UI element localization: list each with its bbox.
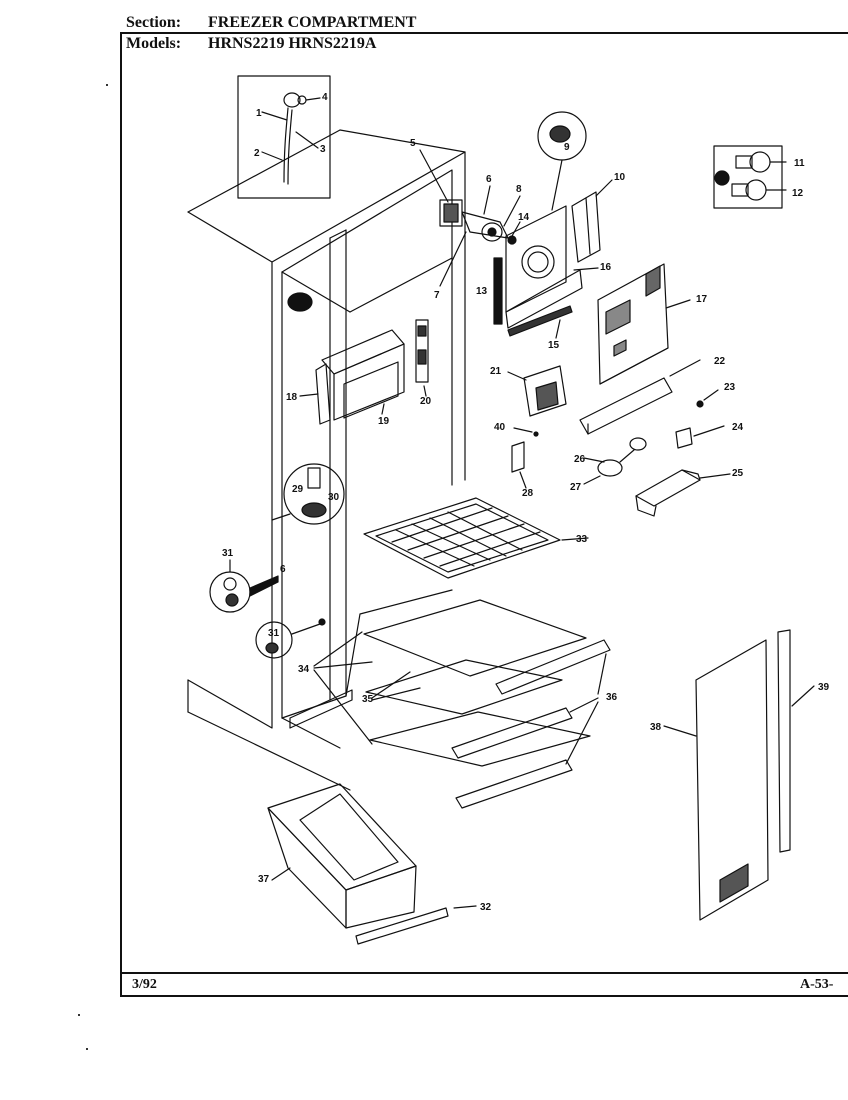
callout-38: 38 (650, 722, 662, 733)
callout-7: 7 (434, 290, 440, 301)
callout-3: 3 (320, 144, 326, 155)
light-socket-inset (237, 75, 331, 199)
callout-34: 34 (298, 664, 310, 675)
frame-footer-rule (120, 972, 848, 974)
footer-page-number: A-53- (800, 977, 834, 992)
scan-speck (106, 84, 108, 86)
shelf-slides (451, 639, 611, 809)
callout-22: 22 (714, 356, 726, 367)
lamp-inset (713, 145, 787, 209)
callout-4: 4 (322, 92, 328, 103)
callout-33: 33 (576, 534, 588, 545)
frame-left-rule (120, 32, 122, 996)
footer-date: 3/92 (132, 977, 157, 992)
callout-24: 24 (732, 422, 744, 433)
fan-motor-bracket (493, 111, 599, 339)
back-panel (663, 629, 815, 921)
callout-31-lower: 31 (268, 628, 280, 639)
callout-25: 25 (732, 468, 744, 479)
callout-10: 10 (614, 172, 626, 183)
callout-5: 5 (410, 138, 416, 149)
glass-shelves (313, 599, 591, 767)
callout-18: 18 (286, 392, 298, 403)
callout-15: 15 (548, 340, 560, 351)
callout-37: 37 (258, 874, 270, 885)
wire-shelf (363, 497, 589, 579)
callout-9: 9 (564, 142, 570, 153)
callout-29: 29 (292, 484, 304, 495)
callout-31-upper: 31 (222, 548, 234, 559)
evaporator-cover (597, 263, 691, 385)
callout-32: 32 (480, 902, 492, 913)
callout-1: 1 (256, 108, 262, 119)
callout-6-side: 6 (280, 564, 286, 575)
callout-12: 12 (792, 188, 804, 199)
control-assembly (419, 149, 521, 287)
control-housing (299, 319, 429, 425)
callout-labels: 1 2 3 4 5 6 7 8 9 10 11 12 13 14 15 16 1… (222, 92, 830, 913)
timer-bracket (507, 359, 725, 449)
callout-8: 8 (516, 184, 522, 195)
callout-16: 16 (600, 262, 612, 273)
callout-13: 13 (476, 286, 488, 297)
frame-bottom-rule (120, 995, 848, 997)
callout-27: 27 (570, 482, 582, 493)
callout-6: 6 (486, 174, 492, 185)
models-label: Models: (126, 35, 182, 52)
callout-17: 17 (696, 294, 708, 305)
callout-40: 40 (494, 422, 506, 433)
callout-28: 28 (522, 488, 534, 499)
callout-39: 39 (818, 682, 830, 693)
callout-30: 30 (328, 492, 340, 503)
plug-inset (271, 463, 345, 525)
scan-speck (86, 1048, 88, 1050)
callout-11: 11 (794, 158, 805, 169)
frame-top-rule (120, 32, 848, 34)
callout-2: 2 (254, 148, 260, 159)
scan-speck (78, 1014, 80, 1016)
callout-14: 14 (518, 212, 530, 223)
section-label: Section: (126, 14, 182, 31)
callout-20: 20 (420, 396, 432, 407)
callout-36: 36 (606, 692, 618, 703)
section-title: FREEZER COMPARTMENT (208, 14, 417, 31)
storage-bin (267, 783, 477, 945)
callout-35: 35 (362, 694, 374, 705)
cabinet-liner (187, 129, 466, 791)
models-list: HRNS2219 HRNS2219A (208, 35, 377, 52)
callout-26: 26 (574, 454, 586, 465)
callout-23: 23 (724, 382, 736, 393)
lamp-shield-parts (511, 427, 731, 517)
callout-19: 19 (378, 416, 390, 427)
bracket-10 (571, 179, 613, 263)
hinge-cover-inset (209, 559, 279, 613)
callout-21: 21 (490, 366, 502, 377)
plug-31-inset (255, 618, 326, 659)
